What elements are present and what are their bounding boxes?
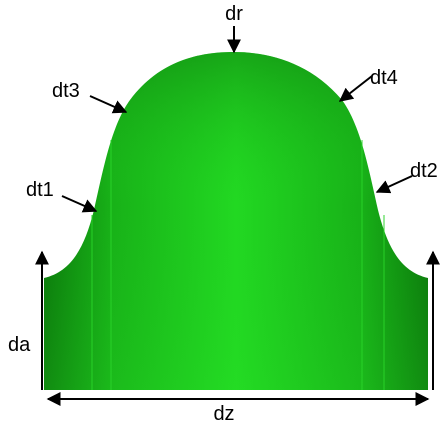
label-dt4: dt4	[370, 67, 398, 89]
arrow-dt3	[89, 95, 128, 114]
label-dt3: dt3	[52, 80, 80, 102]
label-da: da	[8, 334, 31, 356]
label-dz: dz	[213, 403, 234, 425]
label-dt2: dt2	[410, 160, 438, 182]
arrow-dt2	[375, 175, 413, 194]
arrow-dt4	[338, 75, 373, 102]
label-dr: dr	[225, 3, 243, 25]
arrow-dt1	[61, 195, 98, 213]
tooth-dome-shading	[44, 52, 428, 390]
label-dt1: dt1	[26, 179, 54, 201]
